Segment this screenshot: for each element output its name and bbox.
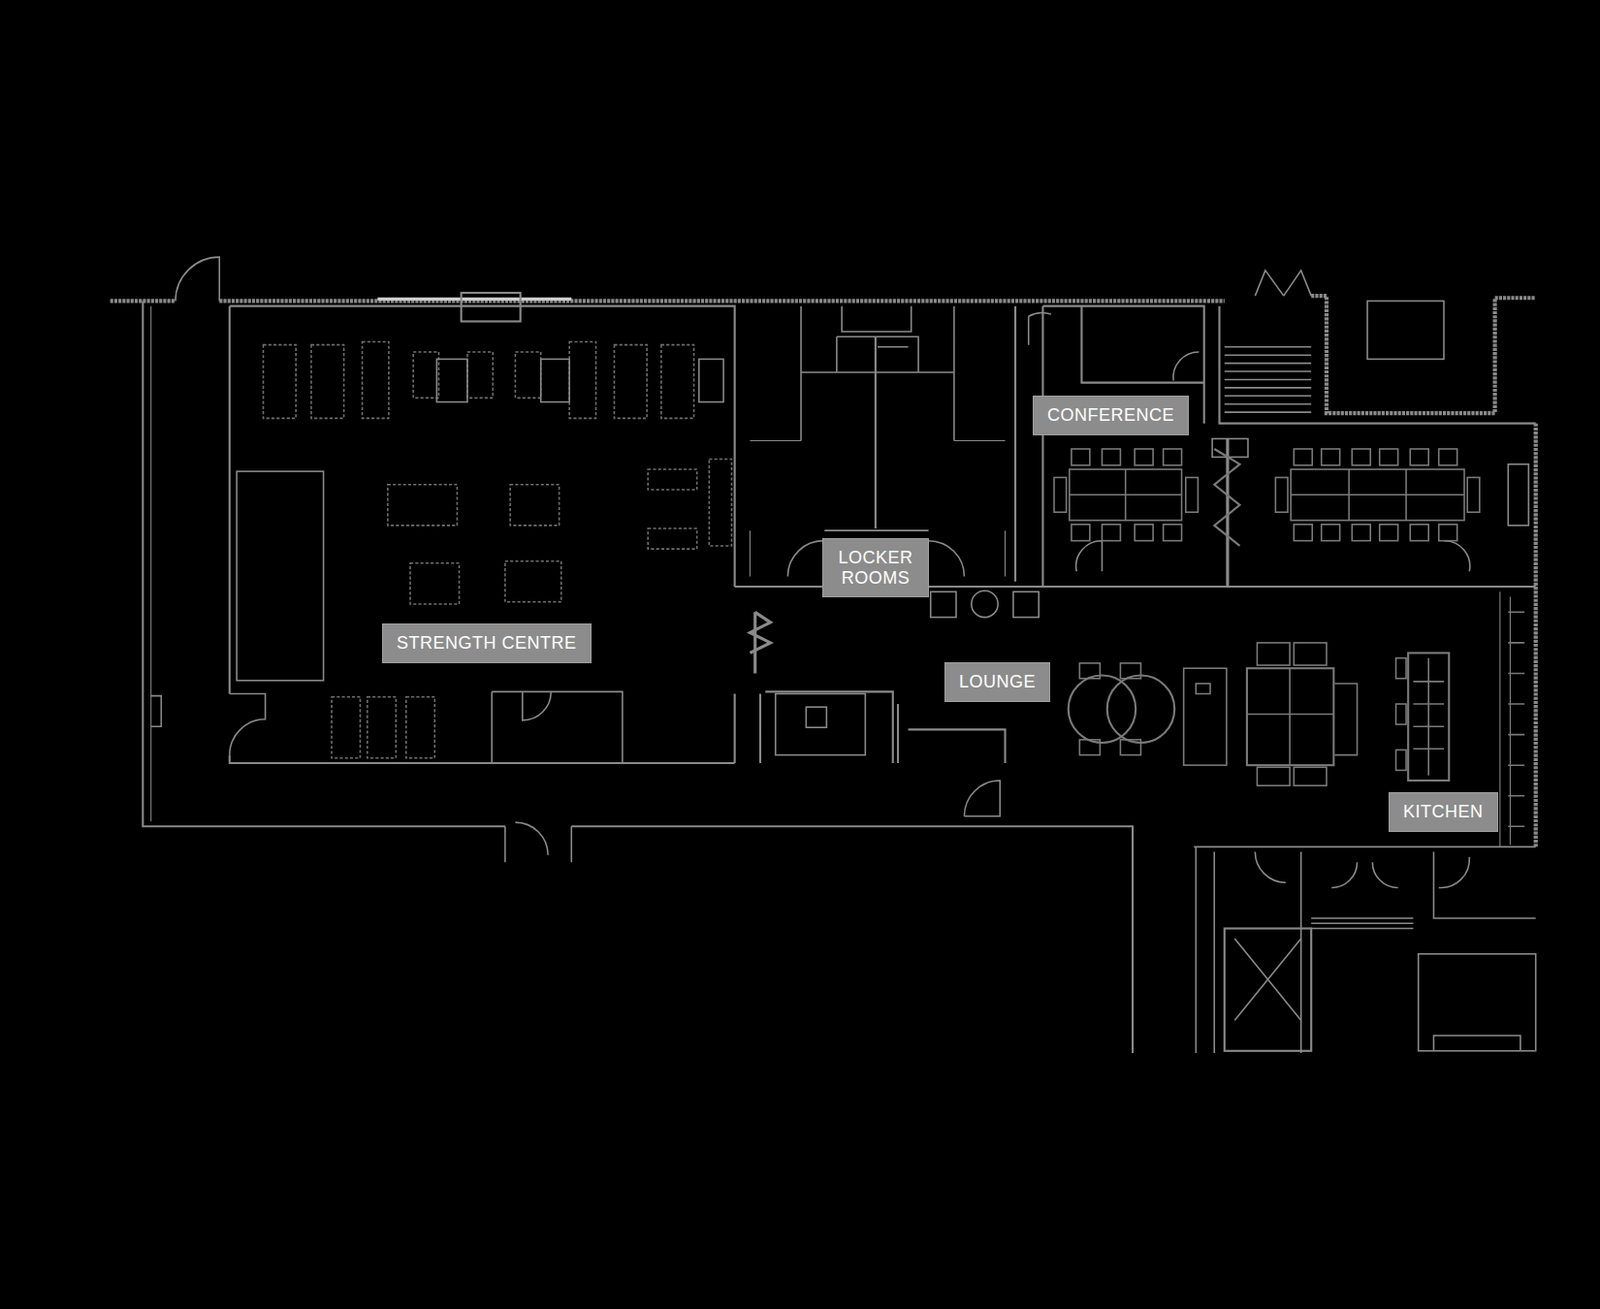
- room-label: CONFERENCE: [1033, 396, 1188, 435]
- room-name: STRENGTH CENTRE: [396, 633, 577, 654]
- weights: [436, 358, 724, 402]
- room-name: LOCKER ROOMS: [836, 547, 915, 588]
- room-label: LOUNGE: [945, 663, 1050, 702]
- room-label: KITCHEN: [1389, 793, 1498, 832]
- equipment: [262, 341, 732, 758]
- room-label: STRENGTH CENTRE: [383, 624, 591, 663]
- furniture: [1054, 448, 1525, 827]
- walls: [110, 256, 1536, 1054]
- room-name: LOUNGE: [959, 672, 1036, 693]
- room-name: KITCHEN: [1403, 801, 1484, 823]
- room-label: LOCKER ROOMS: [823, 539, 928, 597]
- room-name: CONFERENCE: [1047, 405, 1175, 426]
